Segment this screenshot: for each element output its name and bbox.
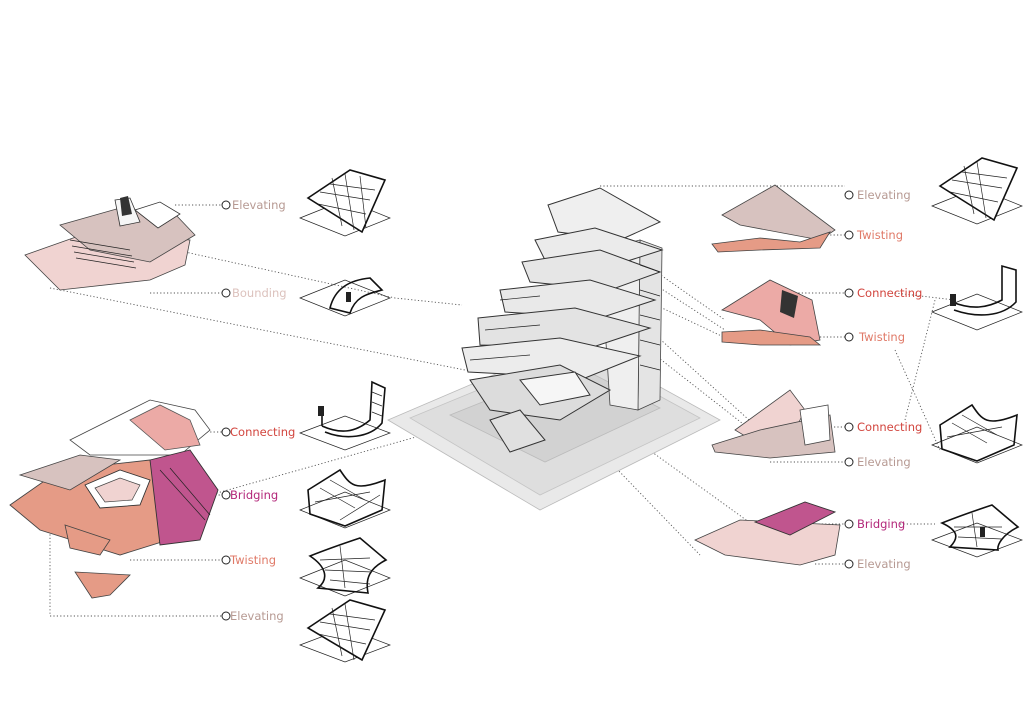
thumb-right-bridging <box>931 504 1023 558</box>
label-rings <box>221 190 854 621</box>
label-right-elevating-3: Elevating <box>857 557 911 571</box>
label-right-connecting-1: Connecting <box>857 286 922 300</box>
thumb-right-twisting <box>931 403 1023 464</box>
thumb-right-elevating <box>931 157 1023 225</box>
label-right-twisting-1: Twisting <box>856 228 903 242</box>
label-left-bounding: Bounding <box>232 286 287 300</box>
thumb-left-twisting <box>299 537 391 597</box>
thumb-left-connecting <box>299 380 391 451</box>
label-right-twisting-2: Twisting <box>858 330 905 344</box>
label-left-elevating-bottom: Elevating <box>230 609 284 623</box>
thumb-left-elevating-bottom <box>299 599 391 663</box>
thumb-left-elevating-top <box>299 169 391 237</box>
right-assembly-1 <box>711 184 836 253</box>
left-top-assembly <box>24 196 196 291</box>
label-right-connecting-2: Connecting <box>857 420 922 434</box>
central-building-model <box>387 187 721 511</box>
thumb-right-connecting <box>931 264 1023 331</box>
label-right-elevating-2: Elevating <box>857 455 911 469</box>
thumb-left-bounding <box>299 277 391 317</box>
thumb-left-bridging <box>299 468 391 529</box>
label-left-bridging: Bridging <box>230 488 278 502</box>
label-right-elevating-1: Elevating <box>857 188 911 202</box>
right-assembly-2 <box>721 279 822 346</box>
left-bottom-assembly <box>9 399 219 599</box>
label-left-elevating-top: Elevating <box>232 198 286 212</box>
right-assembly-4 <box>694 501 841 566</box>
label-right-bridging: Bridging <box>857 517 905 531</box>
right-assembly-3 <box>711 389 836 459</box>
label-left-connecting: Connecting <box>230 425 295 439</box>
label-left-twisting: Twisting <box>229 553 276 567</box>
